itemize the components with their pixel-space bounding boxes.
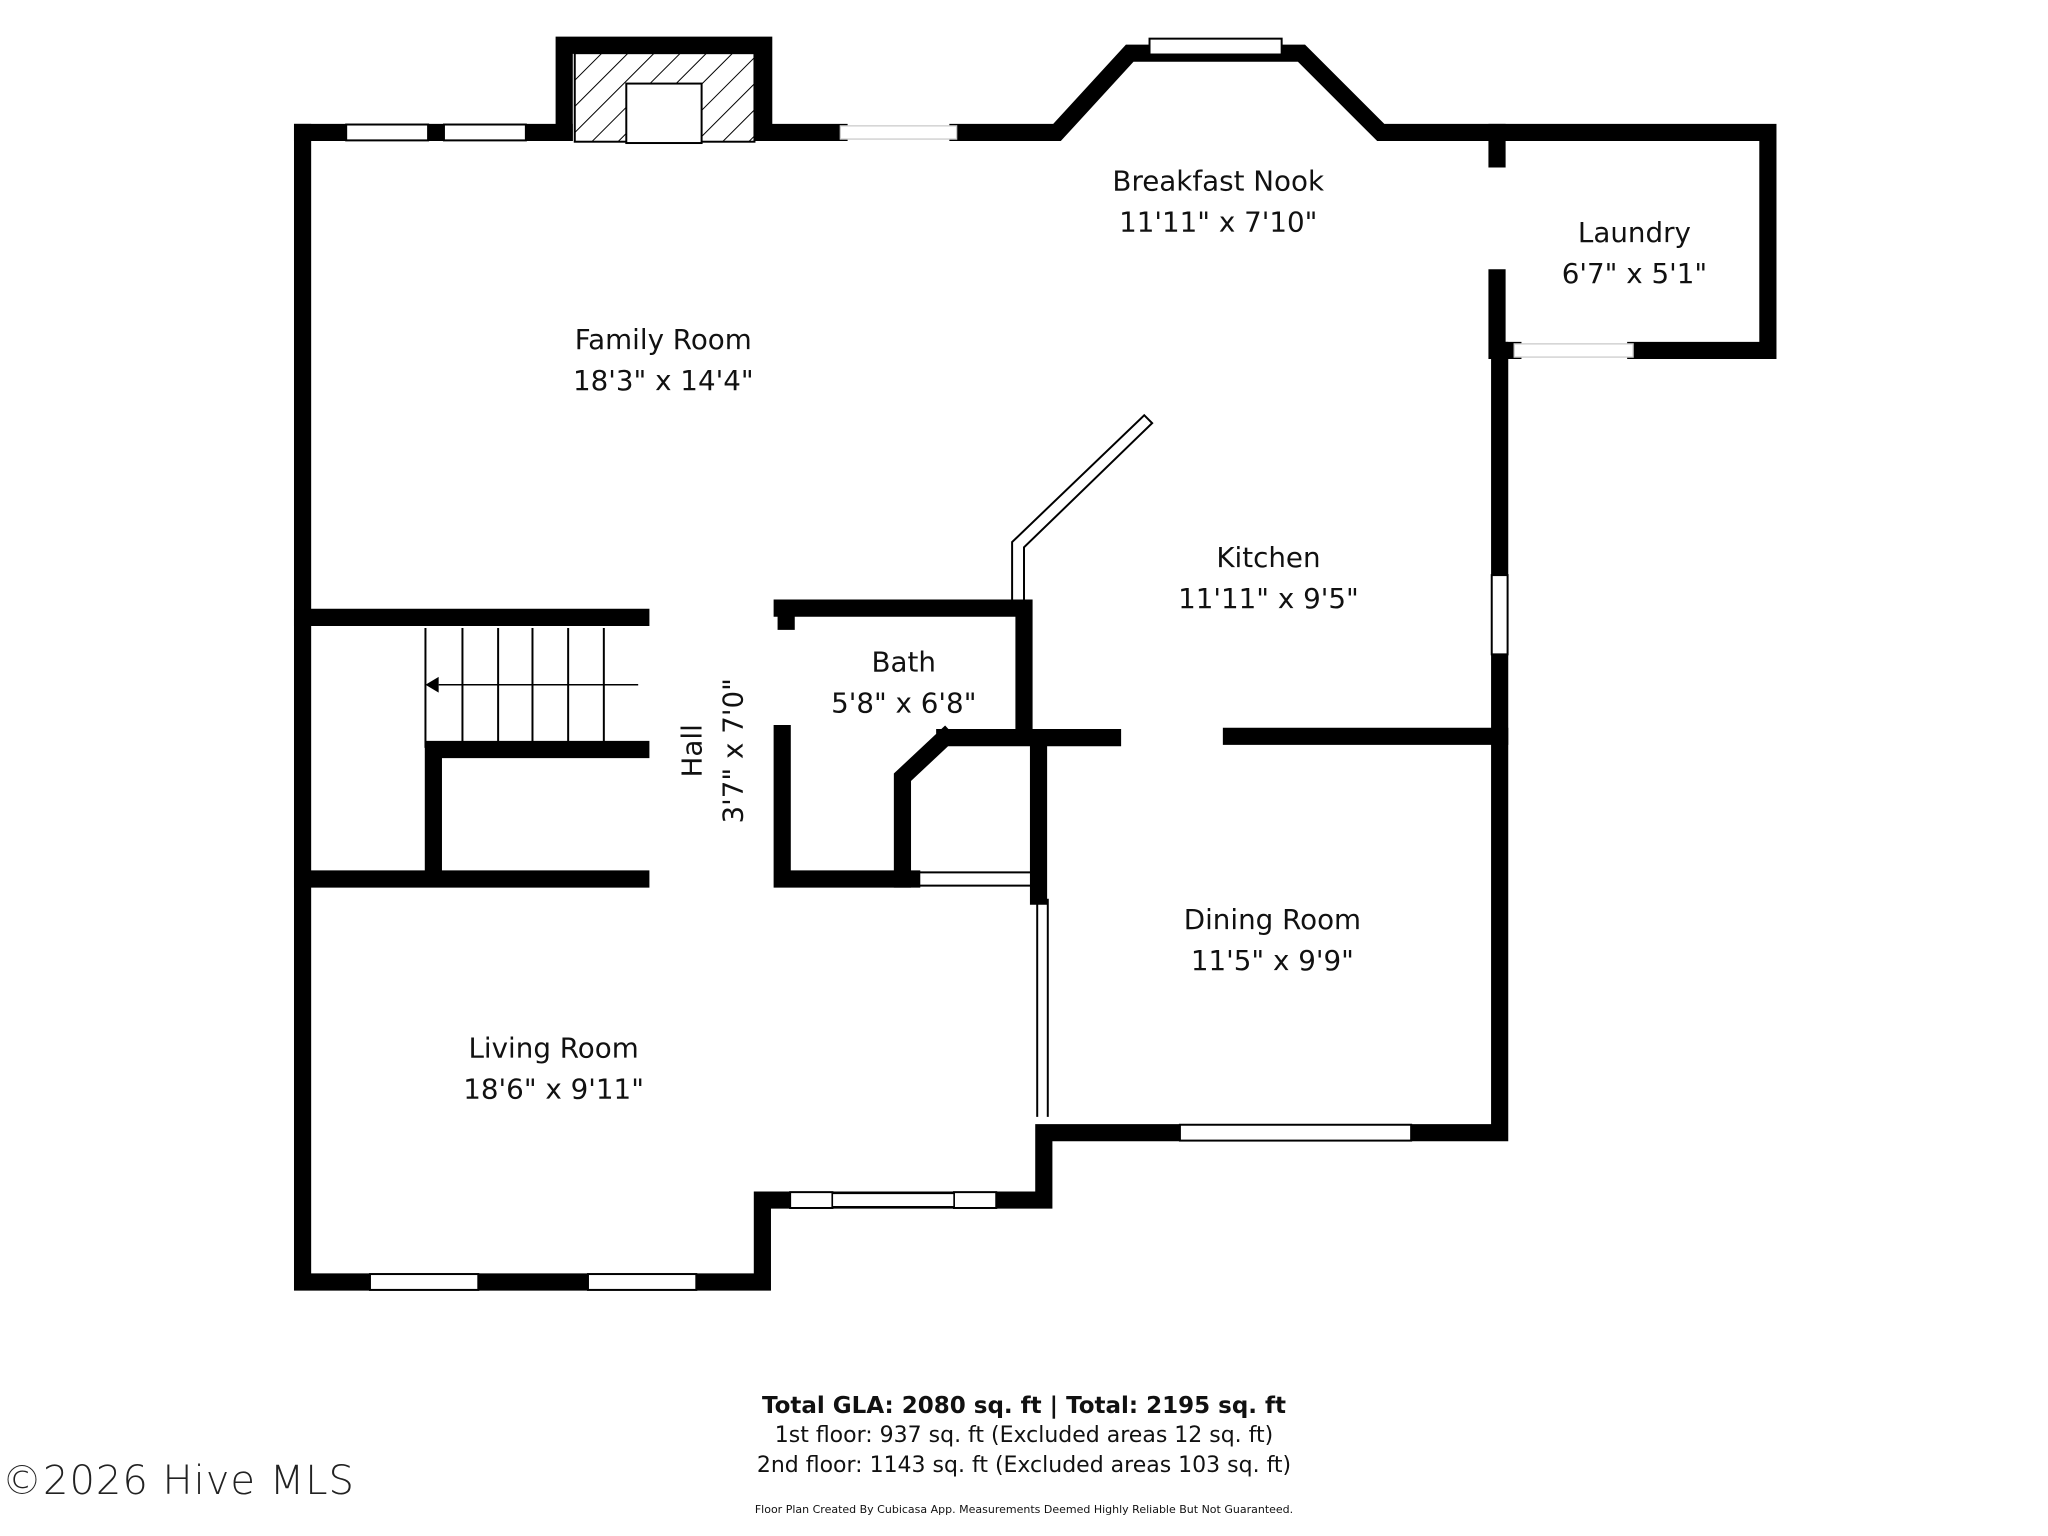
windows	[345, 37, 1634, 1291]
room-label-living-room: Living Room 18'6" x 9'11"	[463, 1031, 644, 1105]
svg-text:Dining Room: Dining Room	[1184, 903, 1361, 936]
svg-text:Hall: Hall	[676, 724, 709, 777]
svg-text:3'7" x 7'0": 3'7" x 7'0"	[717, 678, 750, 823]
svg-text:11'11" x 7'10": 11'11" x 7'10"	[1119, 206, 1317, 239]
svg-text:Kitchen: Kitchen	[1216, 541, 1320, 574]
svg-text:5'8" x 6'8": 5'8" x 6'8"	[831, 687, 976, 720]
room-label-laundry: Laundry 6'7" x 5'1"	[1562, 216, 1707, 290]
room-label-dining-room: Dining Room 11'5" x 9'9"	[1184, 903, 1361, 977]
svg-text:11'5" x 9'9": 11'5" x 9'9"	[1191, 944, 1354, 977]
staircase	[424, 627, 639, 748]
svg-text:Living Room: Living Room	[468, 1031, 638, 1064]
interior-walls	[293, 413, 1509, 1117]
svg-text:Family Room: Family Room	[575, 323, 752, 356]
second-floor-area: 2nd floor: 1143 sq. ft (Excluded areas 1…	[756, 1453, 1292, 1478]
svg-text:Bath: Bath	[872, 646, 936, 679]
svg-text:6'7" x 5'1": 6'7" x 5'1"	[1562, 257, 1707, 290]
room-label-family-room: Family Room 18'3" x 14'4"	[573, 323, 754, 397]
total-area: Total GLA: 2080 sq. ft | Total: 2195 sq.…	[761, 1393, 1287, 1419]
room-label-breakfast-nook: Breakfast Nook 11'11" x 7'10"	[1112, 165, 1324, 239]
watermark: ©2026 Hive MLS	[2, 1458, 355, 1504]
svg-text:11'11" x 9'5": 11'11" x 9'5"	[1178, 582, 1359, 615]
room-label-hall: Hall 3'7" x 7'0"	[676, 678, 750, 823]
svg-text:Breakfast Nook: Breakfast Nook	[1112, 165, 1324, 198]
room-label-bath: Bath 5'8" x 6'8"	[831, 646, 976, 720]
room-label-kitchen: Kitchen 11'11" x 9'5"	[1178, 541, 1359, 615]
first-floor-area: 1st floor: 937 sq. ft (Excluded areas 12…	[774, 1423, 1274, 1448]
disclaimer: Floor Plan Created By Cubicasa App. Meas…	[754, 1503, 1294, 1516]
svg-text:18'6" x 9'11": 18'6" x 9'11"	[463, 1072, 644, 1105]
svg-text:18'3" x 14'4": 18'3" x 14'4"	[573, 364, 754, 397]
svg-text:Laundry: Laundry	[1578, 216, 1691, 249]
fireplace	[555, 36, 773, 145]
